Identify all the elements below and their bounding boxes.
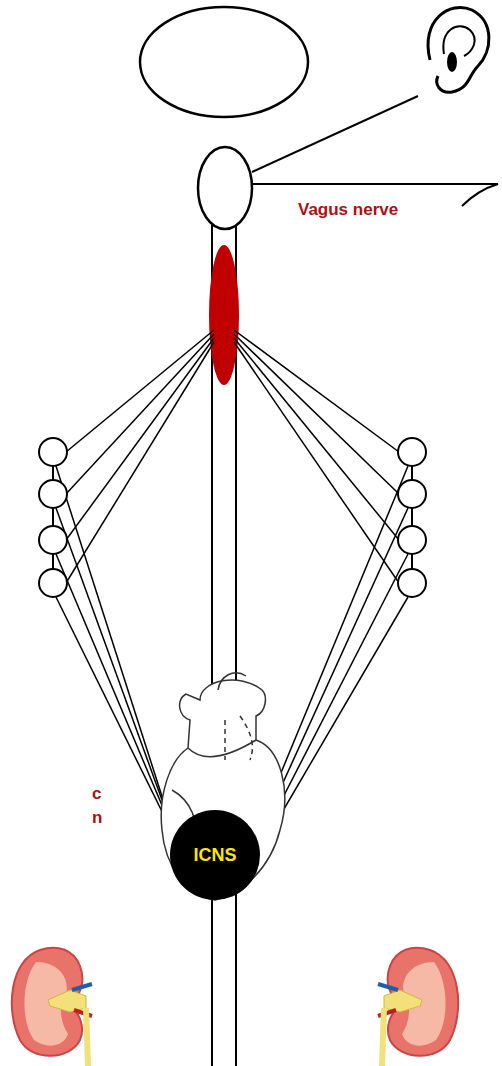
kidney — [378, 948, 458, 1066]
text-label: n — [92, 808, 102, 828]
text-label: c — [92, 784, 101, 804]
heart — [161, 673, 284, 900]
ganglion-circle: ICNS — [170, 810, 260, 900]
spinal-nucleus — [209, 245, 239, 385]
node-label: ICNS — [193, 845, 236, 866]
text-label: Vagus nerve — [298, 200, 398, 220]
ear — [428, 7, 489, 92]
brainstem — [198, 147, 252, 229]
brain — [140, 7, 308, 117]
kidney — [12, 948, 92, 1066]
vagus-nerve-line — [252, 96, 498, 206]
ganglion-chain — [39, 438, 426, 597]
